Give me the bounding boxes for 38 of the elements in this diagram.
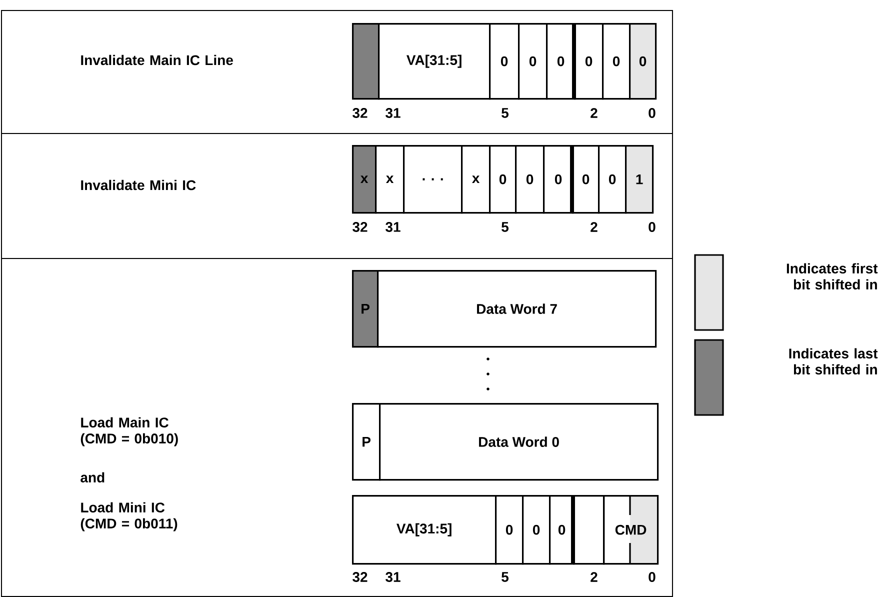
register-field: 0 <box>572 145 600 214</box>
bit-number: 0 <box>648 108 656 118</box>
bit-number: 31 <box>386 222 400 232</box>
register-field: 0 <box>522 495 551 565</box>
register-field <box>573 495 605 565</box>
bit-number: 2 <box>590 222 598 232</box>
bit-number: 5 <box>502 572 509 582</box>
register-field: 0 <box>515 145 545 214</box>
register-field: P <box>352 403 381 481</box>
register-field: x <box>352 145 377 214</box>
register-field: 0 <box>495 495 524 565</box>
register-field: 0 <box>546 23 576 100</box>
register-field: 0 <box>543 145 574 214</box>
register-field: Data Word 7 <box>377 270 657 348</box>
register-field: 0 <box>629 23 657 100</box>
bit-number: 31 <box>386 108 400 118</box>
register-field: 0 <box>574 23 604 100</box>
register-field: 0 <box>549 495 575 565</box>
register-field: 0 <box>598 145 627 214</box>
register-field: CMD <box>603 495 659 565</box>
legend-text: Indicates last bit shifted in <box>789 348 878 374</box>
register-field: 0 <box>602 23 631 100</box>
register-field: 0 <box>489 23 520 100</box>
register-field: x <box>375 145 405 214</box>
bit-number: 2 <box>590 572 598 582</box>
register-field: 0 <box>518 23 548 100</box>
legend-text: Indicates first bit shifted in <box>786 263 878 290</box>
bit-number: 5 <box>502 222 509 232</box>
bit-number: 32 <box>352 222 368 232</box>
bit-number: 2 <box>590 108 598 118</box>
bit-number: 32 <box>352 108 368 118</box>
register-field: P <box>352 270 379 348</box>
register-field <box>352 23 380 100</box>
register-field: 0 <box>489 145 517 214</box>
register-field: 1 <box>625 145 654 214</box>
bit-number: 5 <box>502 108 509 118</box>
bit-number: 0 <box>648 222 656 232</box>
register-field: x <box>461 145 491 214</box>
